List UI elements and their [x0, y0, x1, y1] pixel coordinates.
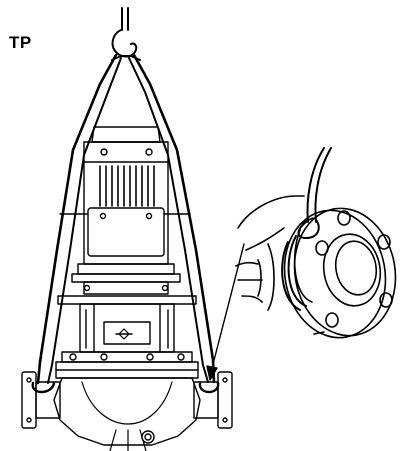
diagram-label: TP [9, 33, 32, 52]
crane-hook-icon [111, 7, 138, 58]
inline-pump-icon [21, 126, 233, 451]
motor-fins [99, 165, 155, 207]
flange-detail-icon [235, 147, 397, 339]
